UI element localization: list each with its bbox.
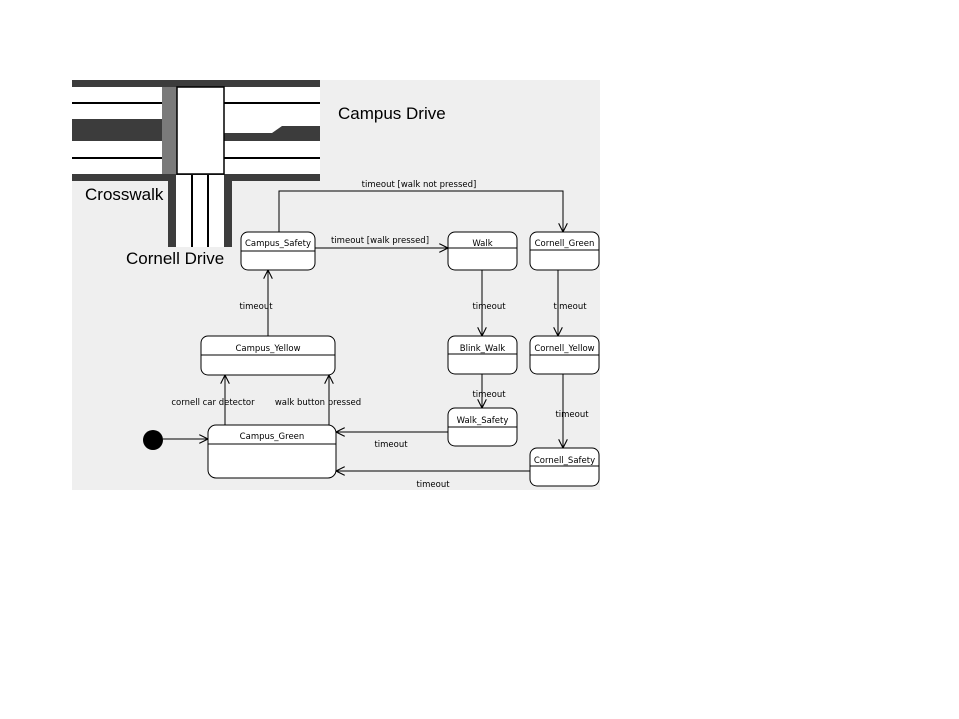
state-campus-yellow: Campus_Yellow <box>200 335 336 376</box>
cornell-drive-lane-lines <box>191 175 209 247</box>
state-name: Walk_Safety <box>457 416 509 426</box>
label-blink-timeout: timeout <box>472 390 506 400</box>
cornell-drive-label: Cornell Drive <box>126 249 224 268</box>
label-cornell-car-detector: cornell car detector <box>171 398 255 408</box>
state-campus-green: Campus_Green <box>207 424 337 479</box>
label-yellow-timeout: timeout <box>239 302 273 312</box>
campus-drive-lane-lines <box>72 102 320 159</box>
label-walk-button-pressed: walk button pressed <box>275 398 361 408</box>
label-walk-timeout: timeout <box>472 302 506 312</box>
state-walk-safety: Walk_Safety <box>447 407 518 447</box>
initial-state-dot <box>143 430 163 450</box>
state-name: Walk <box>472 239 492 249</box>
state-campus-safety: Campus_Safety <box>240 231 316 271</box>
campus-drive-median-left <box>72 119 162 141</box>
campus-drive-median-right <box>224 126 320 141</box>
state-blink-walk: Blink_Walk <box>447 335 518 375</box>
state-cornell-green: Cornell_Green <box>529 231 600 271</box>
state-name: Cornell_Green <box>535 239 595 249</box>
state-name: Blink_Walk <box>460 344 506 354</box>
transitions <box>163 190 563 471</box>
label-walk-not-pressed: timeout [walk not pressed] <box>362 180 477 190</box>
crosswalk-band <box>162 87 177 174</box>
state-name: Campus_Safety <box>245 239 311 249</box>
cornell-drive-left-edge <box>168 175 176 247</box>
state-cornell-yellow: Cornell_Yellow <box>529 335 600 375</box>
state-walk: Walk <box>447 231 518 271</box>
label-walk-pressed: timeout [walk pressed] <box>331 236 429 246</box>
label-cornell-safety-timeout: timeout <box>416 480 450 490</box>
crosswalk-label: Crosswalk <box>85 185 164 204</box>
state-name: Cornell_Yellow <box>534 344 594 354</box>
label-cornell-green-timeout: timeout <box>553 302 587 312</box>
state-name: Campus_Yellow <box>235 344 300 354</box>
state-cornell-safety: Cornell_Safety <box>529 447 600 487</box>
label-cornell-yellow-timeout: timeout <box>555 410 589 420</box>
state-name: Cornell_Safety <box>534 456 595 466</box>
label-walk-safety-timeout: timeout <box>374 440 408 450</box>
campus-drive-label: Campus Drive <box>338 104 446 123</box>
cornell-drive-right-edge <box>224 175 232 247</box>
edge-safety-to-cornell-green <box>278 190 563 232</box>
campus-drive-top-edge <box>72 80 320 87</box>
intersection-map <box>72 80 320 247</box>
state-name: Campus_Green <box>240 432 305 442</box>
